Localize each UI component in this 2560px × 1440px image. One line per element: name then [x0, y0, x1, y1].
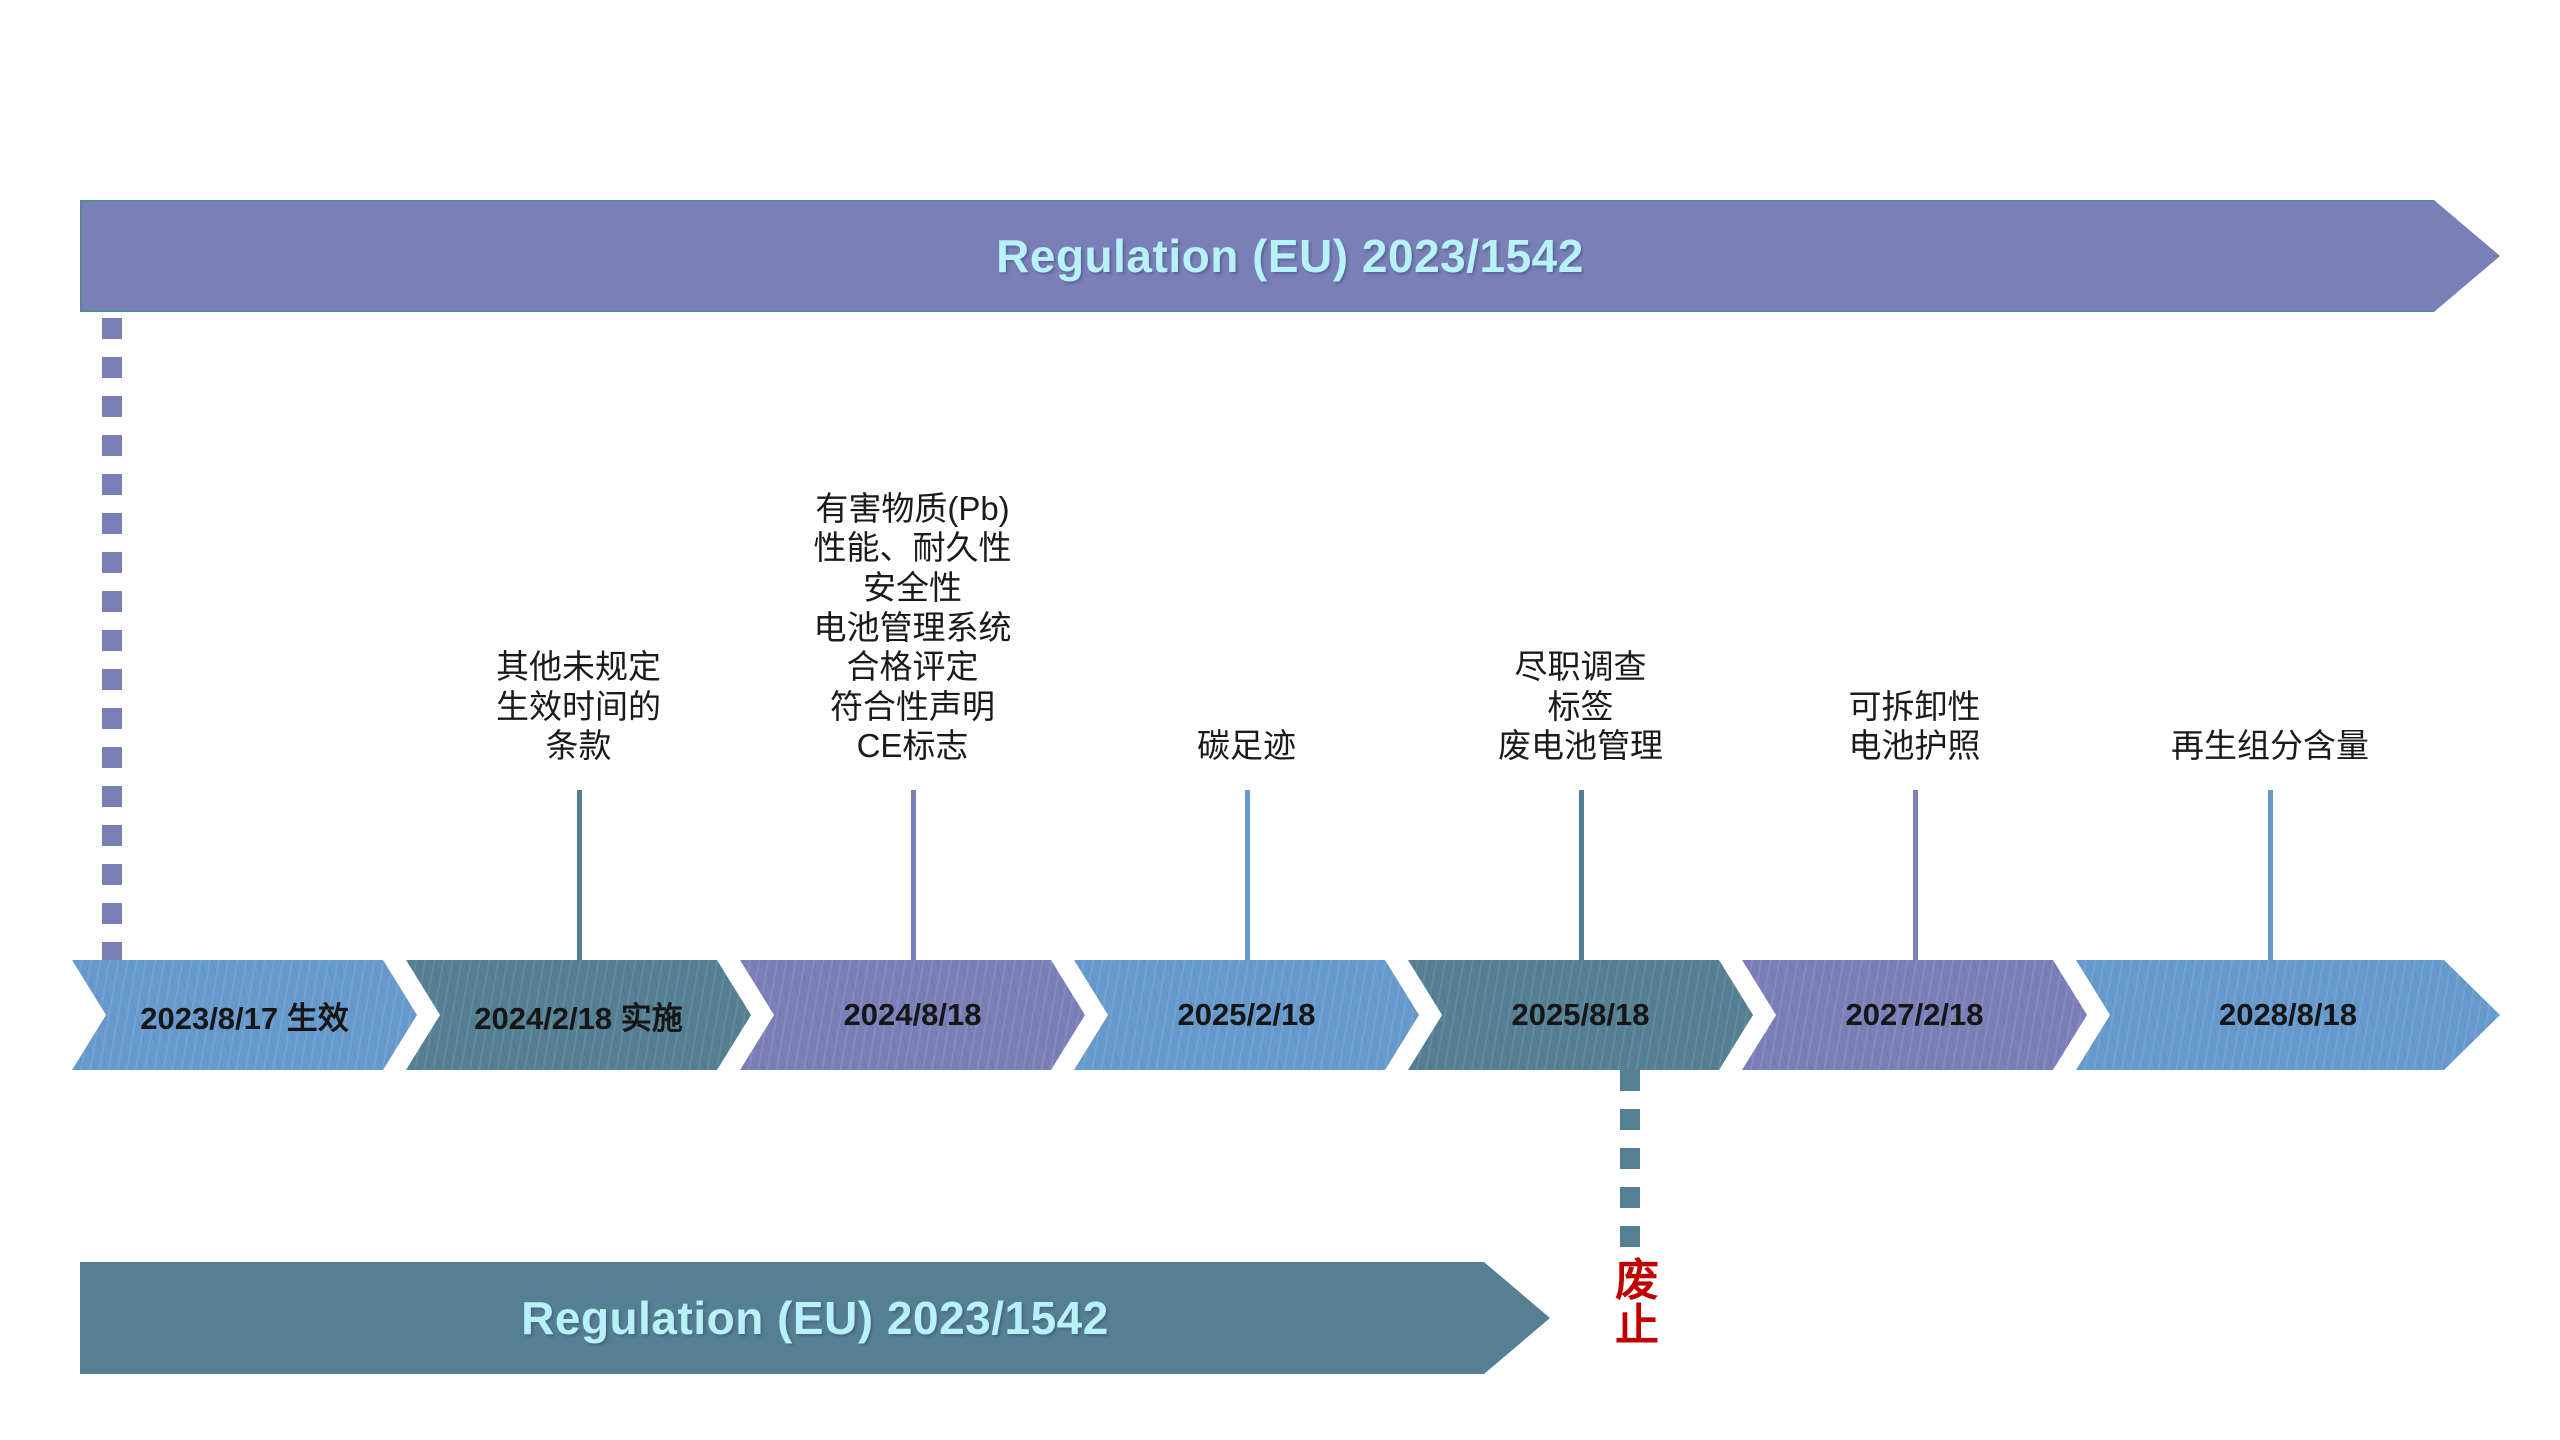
milestone-chevron-2027-2-18[interactable]: 2027/2/18 — [1742, 960, 2087, 1070]
dash-segment — [1620, 1226, 1640, 1247]
dash-segment — [102, 591, 122, 612]
milestone-date-label: 2025/2/18 — [1177, 997, 1316, 1032]
milestone-text-block: 再生组分含量 — [2171, 726, 2369, 766]
milestone-stem — [1244, 790, 1250, 964]
milestone-text-line: 尽职调查 — [1514, 648, 1647, 686]
milestone-stem — [1912, 790, 1918, 964]
milestone-stem — [576, 790, 582, 964]
milestone-text-line: 电池护照 — [1848, 727, 1981, 765]
dash-segment — [102, 825, 122, 846]
bottom-regulation-banner: Regulation (EU) 2023/1542 — [80, 1262, 1550, 1374]
milestone-text-block: 尽职调查标签废电池管理 — [1498, 647, 1663, 766]
dash-segment — [102, 396, 122, 417]
milestone-stem — [2268, 790, 2273, 964]
milestone-text-line: 再生组分含量 — [2171, 727, 2369, 765]
milestone-stem — [910, 790, 916, 964]
top-regulation-banner: Regulation (EU) 2023/1542 — [80, 200, 2500, 312]
milestone-date-label: 2025/8/18 — [1511, 997, 1650, 1032]
milestone-text-line: 标签 — [1547, 687, 1614, 725]
chevron-shape — [740, 960, 1085, 1070]
milestone-chevron-row: 2023/8/17 生效 2024/2/18 实施 2024/8/18 2025/2/… — [0, 960, 2560, 1070]
milestone-chevron-2025-2-18[interactable]: 2025/2/18 — [1074, 960, 1419, 1070]
dash-segment — [102, 708, 122, 729]
milestone-text-line: CE标志 — [856, 727, 969, 765]
milestone-text-line: 碳足迹 — [1197, 727, 1296, 765]
milestone-stem — [1578, 790, 1584, 964]
milestone-text-line: 性能、耐久性 — [813, 529, 1012, 567]
dash-segment — [102, 630, 122, 651]
dash-segment — [1620, 1109, 1640, 1130]
chevron-texture — [2076, 960, 2500, 1070]
chevron-shape — [1742, 960, 2087, 1070]
dash-segment — [1620, 1070, 1640, 1091]
dash-segment — [1620, 1187, 1640, 1208]
milestone-chevron-2023-8-17-生效[interactable]: 2023/8/17 生效 — [72, 960, 417, 1070]
dash-segment — [102, 474, 122, 495]
dash-segment — [102, 786, 122, 807]
milestone-text-line: 废电池管理 — [1498, 727, 1663, 765]
milestone-text-block: 其他未规定生效时间的条款 — [496, 647, 661, 766]
dash-segment — [102, 747, 122, 768]
top-banner-title: Regulation (EU) 2023/1542 — [996, 230, 1584, 282]
chevron-shape — [2076, 960, 2500, 1070]
bottom-banner-title: Regulation (EU) 2023/1542 — [521, 1292, 1109, 1344]
dash-segment — [102, 552, 122, 573]
milestone-text-block: 可拆卸性电池护照 — [1849, 687, 1981, 766]
chevron-shape — [1074, 960, 1419, 1070]
milestone-text-line: 有害物质(Pb) — [815, 489, 1010, 527]
dash-segment — [102, 903, 122, 924]
milestone-text-line: 生效时间的 — [496, 687, 661, 725]
milestone-chevron-2024-2-18-实施[interactable]: 2024/2/18 实施 — [406, 960, 751, 1070]
milestone-date-label: 2028/8/18 — [2219, 997, 2357, 1032]
milestone-date-label: 2023/8/17 生效 — [140, 1000, 349, 1036]
milestone-text-line: 其他未规定 — [496, 648, 661, 686]
milestone-date-label: 2024/8/18 — [843, 997, 982, 1032]
milestone-text-line: 符合性声明 — [830, 687, 995, 725]
milestone-text-line: 电池管理系统 — [813, 608, 1012, 646]
chevron-shape — [72, 960, 417, 1070]
dash-segment — [102, 942, 122, 963]
milestone-date-label: 2027/2/18 — [1845, 997, 1984, 1032]
chevron-texture — [406, 960, 751, 1070]
milestone-text-block: 碳足迹 — [1197, 726, 1296, 766]
milestone-text-line: 合格评定 — [846, 648, 979, 686]
chevron-texture — [1742, 960, 2087, 1070]
dash-segment — [102, 513, 122, 534]
chevron-texture — [1074, 960, 1419, 1070]
dash-segment — [1620, 1148, 1640, 1169]
milestone-text-line: 可拆卸性 — [1848, 687, 1981, 725]
dashed-connector-entry-into-force — [102, 318, 122, 981]
milestone-date-label: 2024/2/18 实施 — [474, 1000, 683, 1036]
repeal-label: 废止 — [1615, 1256, 1659, 1351]
dash-segment — [102, 669, 122, 690]
chevron-shape — [406, 960, 751, 1070]
chevron-texture — [72, 960, 417, 1070]
chevron-texture — [740, 960, 1085, 1070]
dash-segment — [102, 864, 122, 885]
dash-segment — [102, 318, 122, 339]
milestone-chevron-2024-8-18[interactable]: 2024/8/18 — [740, 960, 1085, 1070]
dash-segment — [102, 357, 122, 378]
milestone-text-line: 条款 — [545, 727, 612, 765]
dashed-connector-repeal — [1620, 1070, 1640, 1265]
dash-segment — [102, 435, 122, 456]
milestone-chevron-2028-8-18[interactable]: 2028/8/18 — [2076, 960, 2500, 1070]
milestone-text-line: 安全性 — [863, 568, 962, 606]
chevron-shape — [1408, 960, 1753, 1070]
milestone-chevron-2025-8-18[interactable]: 2025/8/18 — [1408, 960, 1753, 1070]
chevron-texture — [1408, 960, 1753, 1070]
